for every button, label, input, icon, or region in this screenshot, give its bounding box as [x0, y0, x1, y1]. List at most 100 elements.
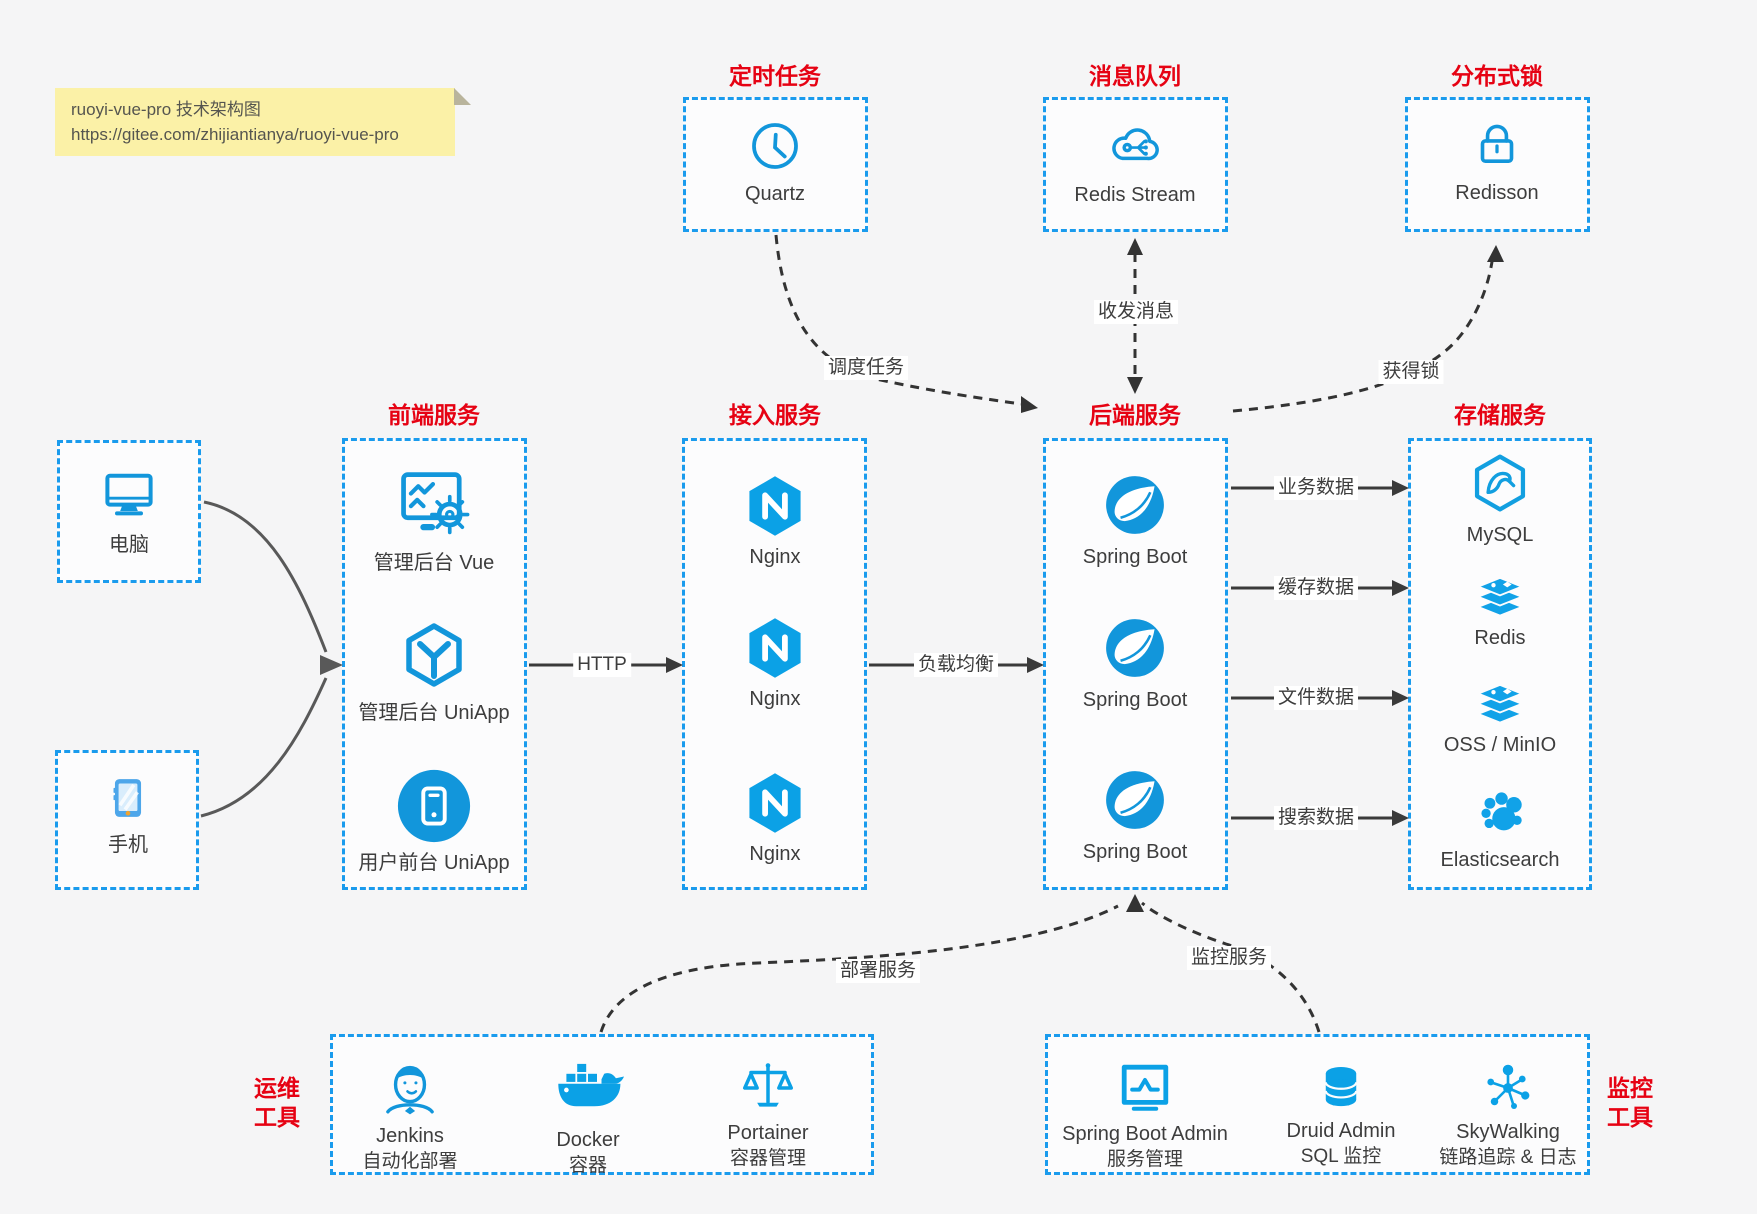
node-label: OSS / MinIO	[1443, 734, 1557, 756]
node-oss-minio: OSS / MinIO	[1385, 669, 1615, 757]
user-uniapp-icon	[397, 769, 471, 843]
group-title-frontend: 前端服务	[388, 402, 480, 428]
oss-icon	[1475, 683, 1525, 724]
spring-boot-icon	[1106, 619, 1164, 677]
elasticsearch-icon	[1481, 792, 1522, 831]
node-admin-uniapp: 管理后台 UniApp	[319, 615, 549, 725]
group-title-gateway: 接入服务	[729, 402, 821, 428]
node-label: 手机	[108, 834, 148, 856]
box-client-phone	[55, 750, 199, 890]
node-pc: 电脑	[14, 463, 244, 557]
node-admin-vue: 管理后台 Vue	[319, 461, 549, 575]
druid-icon	[1324, 1066, 1358, 1107]
node-label: Jenkins	[376, 1125, 444, 1147]
jenkins-icon	[386, 1065, 434, 1115]
node-nginx-1: Nginx	[660, 473, 890, 569]
nginx-icon	[749, 476, 801, 536]
edge-label-file-data: 文件数据	[1273, 686, 1359, 710]
node-label: MySQL	[1466, 524, 1534, 546]
node-label: Nginx	[749, 843, 801, 865]
node-label: Spring Boot	[1082, 841, 1188, 863]
node-redis: Redis	[1385, 562, 1615, 650]
node-label: Redisson	[1455, 182, 1539, 204]
redis-icon	[1475, 576, 1525, 617]
clock-icon	[752, 123, 798, 169]
node-spring-boot-admin: Spring Boot Admin 服务管理	[1030, 1056, 1260, 1173]
node-label: Redis Stream	[1074, 184, 1196, 206]
mysql-icon	[1474, 454, 1526, 512]
node-label: Docker	[556, 1129, 620, 1151]
node-docker: Docker 容器	[473, 1054, 703, 1179]
node-skywalking: SkyWalking 链路追踪 & 日志	[1393, 1058, 1623, 1171]
box-distributed-lock	[1405, 97, 1590, 232]
nginx-icon	[749, 618, 801, 678]
nginx-icon	[749, 773, 801, 833]
node-label: 管理后台 Vue	[373, 552, 495, 574]
node-user-uniapp: 用户前台 UniApp	[319, 767, 549, 875]
note-fold-corner	[454, 88, 471, 105]
node-spring-boot-1: Spring Boot	[1020, 471, 1250, 569]
box-scheduled-task	[683, 97, 868, 232]
edge-label-http: HTTP	[573, 653, 631, 677]
group-title-monitor-tools: 监控 工具	[1607, 1075, 1653, 1130]
admin-vue-icon	[401, 472, 470, 535]
node-quartz: Quartz	[660, 116, 890, 206]
node-label: Spring Boot	[1082, 546, 1188, 568]
group-title-ops-tools: 运维 工具	[254, 1075, 300, 1130]
node-druid-admin: Druid Admin SQL 监控	[1226, 1059, 1456, 1170]
edge-label-schedule: 调度任务	[823, 356, 909, 380]
edge-label-monitor: 监控服务	[1186, 946, 1272, 970]
box-message-queue	[1043, 97, 1228, 232]
skywalking-icon	[1487, 1064, 1530, 1109]
edge-label-business-data: 业务数据	[1273, 476, 1359, 500]
node-redis-stream: Redis Stream	[1020, 115, 1250, 207]
node-label: SkyWalking	[1456, 1121, 1560, 1143]
edge-label-load-balance: 负载均衡	[913, 653, 999, 677]
node-jenkins: Jenkins 自动化部署	[295, 1054, 525, 1175]
node-nginx-2: Nginx	[660, 615, 890, 711]
node-sublabel: 容器	[568, 1155, 607, 1176]
group-title-scheduled-task: 定时任务	[729, 63, 821, 89]
phone-icon	[113, 779, 142, 817]
cloud-stream-icon	[1112, 128, 1159, 161]
node-mysql: MySQL	[1385, 449, 1615, 547]
node-label: Spring Boot	[1082, 689, 1188, 711]
group-title-message-queue: 消息队列	[1089, 63, 1181, 89]
node-label: 管理后台 UniApp	[358, 702, 510, 724]
node-elasticsearch: Elasticsearch	[1385, 780, 1615, 872]
note-title: ruoyi-vue-pro 技术架构图	[71, 100, 261, 119]
node-nginx-3: Nginx	[660, 770, 890, 866]
uniapp-cube-icon	[406, 623, 462, 687]
edge-label-lock: 获得锁	[1378, 360, 1444, 384]
node-sublabel: 链路追踪 & 日志	[1439, 1147, 1577, 1168]
edge-label-deploy: 部署服务	[835, 959, 921, 983]
docker-icon	[558, 1063, 624, 1107]
node-label: Spring Boot Admin	[1062, 1123, 1228, 1145]
group-title-backend: 后端服务	[1089, 402, 1181, 428]
spring-boot-icon	[1106, 771, 1164, 829]
node-label: Elasticsearch	[1440, 849, 1560, 871]
node-sublabel: 服务管理	[1106, 1149, 1183, 1170]
edge-label-message: 收发消息	[1093, 300, 1179, 324]
node-label: 电脑	[109, 534, 149, 556]
group-title-distributed-lock: 分布式锁	[1451, 63, 1543, 89]
node-redisson: Redisson	[1382, 117, 1612, 205]
node-sublabel: 自动化部署	[362, 1151, 458, 1172]
node-label: Quartz	[744, 183, 806, 205]
group-title-storage: 存储服务	[1454, 402, 1546, 428]
node-sublabel: SQL 监控	[1300, 1146, 1382, 1167]
node-sublabel: 容器管理	[729, 1148, 806, 1169]
node-label: Portainer	[727, 1122, 809, 1144]
node-portainer: Portainer 容器管理	[653, 1057, 883, 1172]
edge-label-search-data: 搜索数据	[1273, 806, 1359, 830]
node-label: Nginx	[749, 688, 801, 710]
node-label: Redis	[1474, 627, 1526, 649]
lock-icon	[1480, 124, 1514, 164]
node-label: Nginx	[749, 546, 801, 568]
note-url: https://gitee.com/zhijiantianya/ruoyi-vu…	[71, 125, 399, 144]
node-phone: 手机	[13, 769, 243, 857]
portainer-icon	[743, 1063, 793, 1107]
node-label: 用户前台 UniApp	[358, 852, 510, 874]
spring-boot-icon	[1106, 476, 1164, 534]
